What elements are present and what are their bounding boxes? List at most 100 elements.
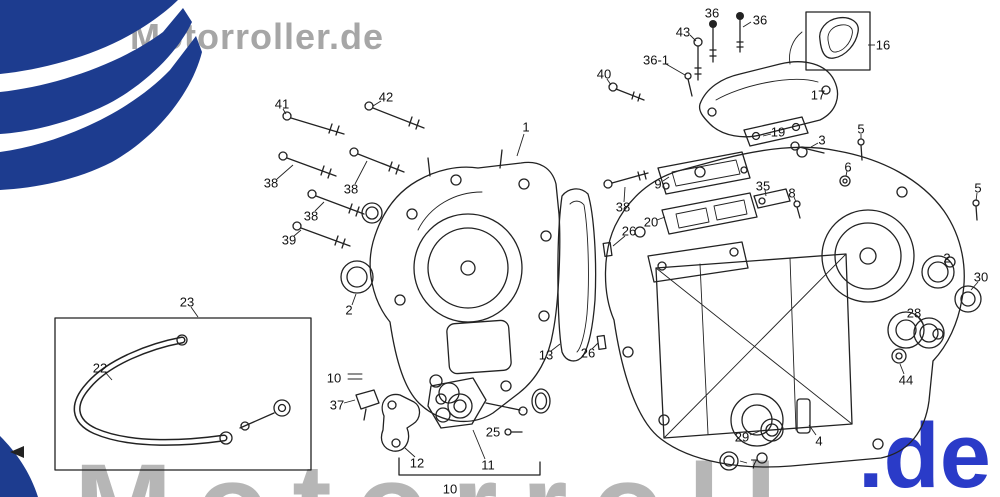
part-callout-38: 38 <box>304 209 318 224</box>
leader-line-20 <box>656 216 666 221</box>
brand-logo-corner-icon <box>0 436 38 497</box>
leader-line-42 <box>372 100 382 107</box>
leader-line-38 <box>276 164 294 180</box>
part-callout-16: 16 <box>876 38 890 53</box>
bolt-36-b <box>736 12 744 53</box>
oil-seal-30 <box>954 285 982 313</box>
leader-line-7 <box>739 460 748 464</box>
bolt-41 <box>282 111 345 136</box>
leader-line-11 <box>472 429 486 460</box>
bolt-38-b <box>349 147 405 175</box>
part-callout-6: 6 <box>844 160 851 175</box>
clamp-37 <box>355 389 380 410</box>
leader-line-1 <box>516 133 525 157</box>
part-callout-26: 26 <box>581 346 595 361</box>
bracket-4 <box>796 398 811 434</box>
bearing-28 <box>913 317 945 349</box>
leader-line-23 <box>190 306 199 318</box>
nut-6 <box>839 175 851 187</box>
leader-line-2 <box>351 293 357 306</box>
reed-stopper-35 <box>753 188 791 209</box>
leader-line-13 <box>550 343 561 352</box>
leader-line-12 <box>404 447 416 458</box>
leader-line-5 <box>975 192 978 202</box>
pump-bracket-12 <box>380 393 421 452</box>
leader-line-41 <box>282 108 287 115</box>
leader-line-36-1 <box>665 63 686 76</box>
part-callout-23: 23 <box>180 295 194 310</box>
leader-line-36 <box>742 21 752 28</box>
leader-line-43 <box>689 34 697 42</box>
edge-arrow-icon <box>10 446 24 458</box>
o-ring-25 <box>531 388 551 414</box>
brand-logo-icon <box>0 0 202 190</box>
part-callout-1: 1 <box>522 120 529 135</box>
brand-watermark-bottom: Motorroll <box>74 438 801 497</box>
leader-line-26 <box>591 342 599 350</box>
part-callout-12: 12 <box>410 456 424 471</box>
pump-body-11 <box>427 377 487 429</box>
part-callout-30: 30 <box>974 270 988 285</box>
leader-line-37 <box>343 399 356 404</box>
leader-line-22 <box>104 371 113 381</box>
leader-line-44 <box>899 363 905 375</box>
dowel-26-top <box>602 241 613 257</box>
crankcase-left-half <box>369 149 561 423</box>
part-callout-40: 40 <box>597 67 611 82</box>
part-callout-38: 38 <box>616 200 630 215</box>
bolt-38-c <box>307 189 365 217</box>
bolt-icon-25 <box>504 428 523 436</box>
leader-line-19 <box>762 133 772 137</box>
part-callout-7: 7 <box>750 457 757 472</box>
gasket-20 <box>661 192 758 235</box>
part-callout-28: 28 <box>907 306 921 321</box>
part-callout-41: 41 <box>275 97 289 112</box>
oil-pipe-assembly <box>54 317 312 471</box>
gasket-19 <box>743 116 809 147</box>
leader-line-26 <box>612 235 626 247</box>
part-callout-8: 8 <box>788 186 795 201</box>
reed-valve-9 <box>657 151 751 195</box>
washer-44 <box>891 348 907 364</box>
gasket-16-box <box>805 11 871 71</box>
leader-line-38 <box>623 186 626 203</box>
leader-line-4 <box>808 424 817 436</box>
part-callout-38: 38 <box>344 182 358 197</box>
part-callout-17: 17 <box>811 88 825 103</box>
part-callout-10: 10 <box>443 482 457 497</box>
bolt-42 <box>364 101 425 130</box>
part-callout-39: 39 <box>282 233 296 248</box>
part-callout-9: 9 <box>654 177 661 192</box>
leader-line-9 <box>662 176 670 182</box>
leader-line-38 <box>314 201 325 212</box>
bolt-39 <box>292 221 351 249</box>
bolt-43 <box>693 37 703 81</box>
intake-manifold-17 <box>698 31 839 138</box>
leader-line-35 <box>764 189 767 197</box>
detail-box-frame <box>54 317 312 471</box>
bolt-38-a <box>278 151 337 179</box>
bracket-10-line <box>398 457 541 476</box>
screw-8 <box>793 200 801 219</box>
part-callout-36: 36 <box>753 13 767 28</box>
part-callout-11: 11 <box>481 458 495 473</box>
part-callout-36-1: 36-1 <box>643 53 669 68</box>
part-callout-2: 2 <box>345 303 352 318</box>
part-callout-29: 29 <box>735 430 749 445</box>
part-callout-25: 25 <box>486 425 500 440</box>
dowel-26-bottom <box>596 334 607 350</box>
part-callout-2: 2 <box>943 251 950 266</box>
leader-line-39 <box>293 229 302 237</box>
part-callout-26: 26 <box>622 224 636 239</box>
part-callout-38: 38 <box>264 176 278 191</box>
gasket-13 <box>557 188 597 362</box>
leader-line-38 <box>354 160 368 185</box>
part-callout-43: 43 <box>676 25 690 40</box>
screw-36-1 <box>684 72 693 97</box>
leader-line-29 <box>749 430 761 436</box>
part-callout-19: 19 <box>771 125 785 140</box>
bolt-5-right <box>972 199 980 221</box>
oil-pump-assembly <box>347 373 551 476</box>
leader-line-8 <box>793 196 797 203</box>
